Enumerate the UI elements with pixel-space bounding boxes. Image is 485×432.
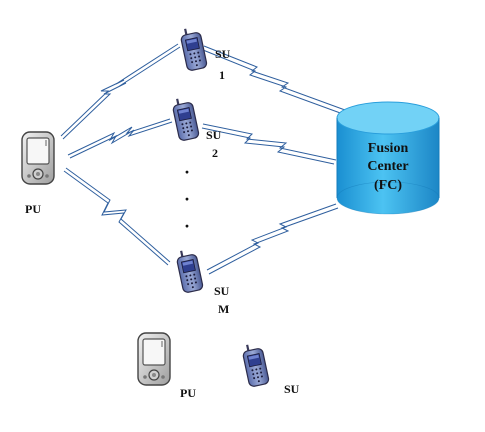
sum-label-top: SU <box>214 284 230 298</box>
sum-label-bottom: M <box>218 302 229 316</box>
link-sum-fc <box>206 203 337 271</box>
su1-phone-icon <box>178 25 209 72</box>
link-pu-su2 <box>67 118 171 156</box>
ellipsis-dot-2: · <box>184 189 190 209</box>
fusion-center-cylinder <box>336 101 440 215</box>
pu-device-icon <box>21 131 55 185</box>
legend-su-label: SU <box>284 382 300 396</box>
pu-label: PU <box>25 202 41 216</box>
fc-title-line3: (FC) <box>374 178 402 193</box>
su1-label-bottom: 1 <box>219 68 225 82</box>
su2-label-bottom: 2 <box>212 146 218 160</box>
legend-pu-icon <box>137 332 171 386</box>
link-su1-fc <box>203 45 346 111</box>
su2-label-top: SU <box>206 128 222 142</box>
legend-su-icon <box>240 341 271 388</box>
su2-phone-icon <box>170 95 201 142</box>
link-su2-fc <box>202 123 337 161</box>
link-pu-sum <box>65 167 171 263</box>
legend-pu-label: PU <box>180 386 196 400</box>
fc-title-line1: Fusion <box>368 141 409 156</box>
link-pu-su1 <box>60 43 179 137</box>
ellipsis-dot-1: · <box>184 162 190 182</box>
su1-label-top: SU <box>215 47 231 61</box>
cylinder-top <box>336 101 440 135</box>
sum-phone-icon <box>174 247 205 294</box>
ellipsis-dot-3: · <box>184 216 190 236</box>
fc-title-line2: Center <box>367 159 408 174</box>
wireless-links <box>60 43 346 275</box>
